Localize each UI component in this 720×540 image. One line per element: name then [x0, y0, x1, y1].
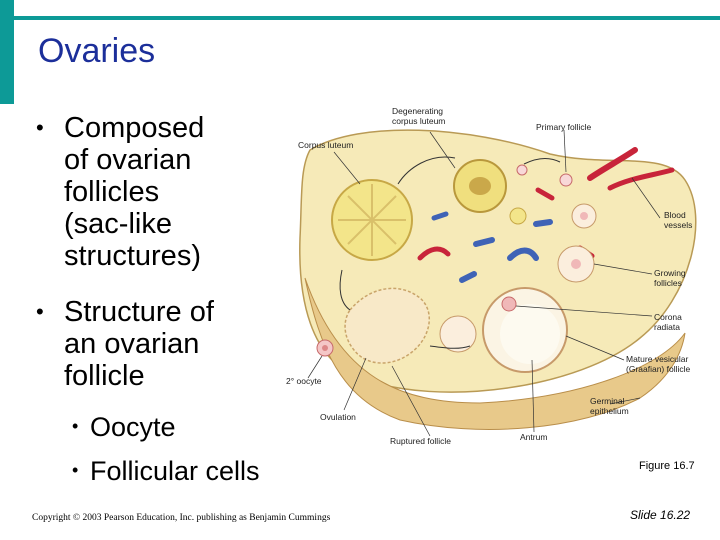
label-line: (Graafian) follicle — [626, 364, 691, 374]
sub-bullet-marker-icon: • — [72, 460, 79, 480]
top-rule — [14, 16, 720, 20]
sub-bullet-follicular-cells: • Follicular cells — [72, 456, 260, 487]
slide-title: Ovaries — [38, 32, 156, 70]
cycle-arrow — [339, 269, 351, 311]
label-line: follicles — [654, 278, 682, 288]
primary-follicle — [559, 173, 573, 187]
blood-vessel — [587, 147, 638, 181]
sub-bullet-label: Oocyte — [90, 412, 176, 442]
label-primary-follicle: Primary follicle — [536, 122, 592, 132]
antrum — [500, 304, 560, 364]
label-line: epithelium — [590, 406, 629, 416]
bullet-line: follicle — [64, 360, 145, 392]
bullet-composed: • Composed of ovarian follicles (sac-lik… — [36, 112, 264, 272]
blood-vessel — [533, 219, 553, 227]
accent-bar — [0, 0, 14, 104]
growing-follicle — [439, 315, 477, 353]
bullet-line: Composed — [64, 112, 205, 144]
corpus-albicans — [509, 207, 527, 225]
blood-vessel — [459, 271, 477, 283]
blood-vessel — [431, 211, 449, 221]
bullet-marker-icon: • — [36, 115, 44, 140]
label-mature-follicle: Mature vesicular(Graafian) follicle — [626, 354, 691, 374]
label-secondary-oocyte: 2° oocyte — [286, 376, 322, 386]
blood-vessel — [535, 187, 555, 201]
blood-vessel — [607, 167, 675, 191]
copyright-notice: Copyright © 2003 Pearson Education, Inc.… — [32, 513, 331, 523]
sub-bullet-label: Follicular cells — [90, 456, 260, 486]
bullet-structure: • Structure of an ovarian follicle — [36, 296, 274, 392]
blood-vessel — [507, 247, 539, 261]
bullet-line: follicles — [64, 176, 160, 208]
cycle-arrow — [397, 156, 456, 185]
bullet-marker-icon: • — [36, 299, 44, 324]
bullet-line: (sac-like — [64, 208, 172, 240]
label-corpus-luteum: Corpus luteum — [298, 140, 353, 150]
bullet-line: Structure of — [64, 296, 214, 328]
label-line: Blood — [664, 210, 686, 220]
blood-vessel — [473, 237, 495, 247]
sub-bullet-marker-icon: • — [72, 416, 79, 436]
label-line: Growing — [654, 268, 686, 278]
ruptured-follicle — [344, 287, 430, 364]
cycle-arrow — [429, 345, 471, 349]
slide-number: Slide 16.22 — [630, 508, 691, 522]
cycle-arrow — [523, 157, 561, 165]
primary-follicle — [516, 164, 528, 176]
label-line: corpus luteum — [392, 116, 445, 126]
label-ovulation: Ovulation — [320, 412, 356, 422]
label-antrum: Antrum — [520, 432, 547, 442]
oocyte — [501, 296, 517, 312]
sub-bullet-oocyte: • Oocyte — [72, 412, 176, 443]
blood-vessel — [417, 246, 451, 261]
label-line: radiata — [654, 322, 680, 332]
label-line: Germinal — [590, 396, 625, 406]
label-line: Mature vesicular — [626, 354, 689, 364]
bullet-line: of ovarian — [64, 144, 192, 176]
figure-label: Figure 16.7 — [639, 460, 695, 472]
label-line: Corona — [654, 312, 682, 322]
label-line: vessels — [664, 220, 692, 230]
label-ruptured-follicle: Ruptured follicle — [390, 436, 451, 446]
bullet-line: structures) — [64, 240, 201, 272]
bullet-line: an ovarian — [64, 328, 200, 360]
germinal-epithelium — [304, 277, 686, 430]
label-line: Degenerating — [392, 106, 443, 116]
